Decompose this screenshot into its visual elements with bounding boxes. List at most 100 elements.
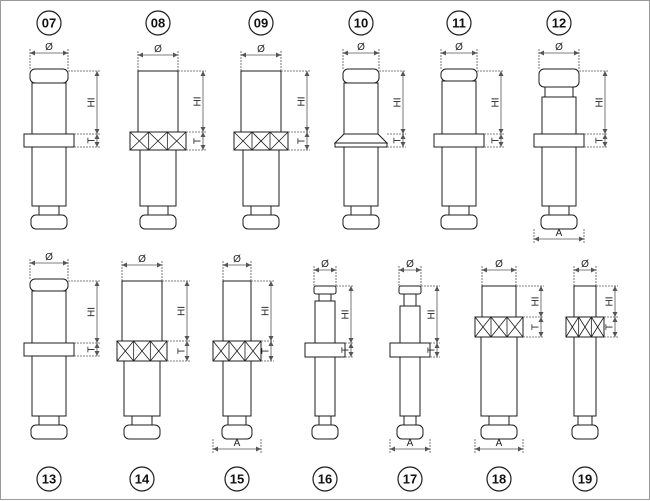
part-number-12: 12: [552, 16, 566, 31]
dim-arrow: [399, 267, 404, 273]
tip: [30, 214, 68, 230]
part-number-circle: [36, 466, 62, 492]
dia-dim-label: Ø: [138, 254, 146, 265]
plain-collar: [23, 133, 75, 148]
dim-arrow: [475, 446, 480, 452]
hex-cross: [269, 131, 289, 151]
a-dim-label: A: [234, 438, 241, 449]
tip: [30, 424, 68, 440]
part-number-circle: [129, 466, 155, 492]
groove-neck: [548, 205, 570, 216]
dim-arrow: [579, 236, 584, 242]
dim-arrow: [184, 341, 190, 346]
groove-neck: [131, 415, 153, 426]
square-head: [222, 280, 252, 342]
dim-arrow: [498, 142, 504, 147]
dim-arrow: [498, 134, 504, 139]
plain-collar: [389, 342, 431, 358]
dim-arrow: [331, 267, 336, 273]
dim-arrow: [538, 286, 544, 291]
t-dim-label: T: [261, 348, 272, 354]
a-dim-label: A: [496, 438, 503, 449]
t-dim-label: T: [393, 137, 404, 143]
tip: [123, 424, 161, 440]
dim-arrow: [400, 142, 406, 147]
hex-cross: [133, 340, 151, 362]
lower-shaft: [222, 360, 252, 417]
lower-shaft: [399, 356, 421, 417]
dim-arrow: [348, 338, 354, 343]
lower-shaft: [31, 146, 67, 207]
dim-arrow: [94, 281, 100, 286]
dim-arrow: [268, 281, 274, 286]
square-head: [573, 285, 597, 319]
dim-arrow: [276, 52, 281, 58]
dia-dim-label: Ø: [45, 252, 53, 263]
dim-arrow: [472, 50, 477, 56]
pin-head: [313, 285, 337, 295]
dim-arrow: [157, 262, 162, 268]
tip: [221, 424, 253, 440]
t-dim-label: T: [595, 137, 606, 143]
part-number-circle: [546, 10, 572, 36]
lower-shaft: [314, 356, 336, 417]
round-head: [440, 68, 478, 82]
dim-arrow: [304, 145, 310, 150]
round-head: [538, 68, 580, 88]
dim-arrow: [184, 281, 190, 286]
dim-arrow: [304, 71, 310, 76]
dim-arrow: [30, 50, 35, 56]
dim-arrow: [268, 341, 274, 346]
part-number-circle: [224, 466, 250, 492]
square-head: [137, 70, 179, 134]
part-number-09: 09: [254, 16, 268, 31]
dim-arrow: [184, 336, 190, 341]
part-number-circle: [248, 10, 274, 36]
dim-arrow: [602, 142, 608, 147]
dim-arrow: [94, 351, 100, 356]
dim-arrow: [63, 260, 68, 266]
dim-arrow: [200, 127, 206, 132]
part-number-circle: [486, 466, 512, 492]
dim-arrow: [400, 71, 406, 76]
dim-arrow: [348, 286, 354, 291]
lower-shaft: [441, 146, 477, 207]
tip: [139, 214, 177, 230]
hl-dim-label: HI: [193, 97, 204, 107]
dim-arrow: [511, 267, 516, 273]
dim-arrow: [213, 446, 218, 452]
hl-dim-label: HI: [531, 297, 542, 307]
flange-rim: [334, 142, 388, 148]
upper-shaft: [31, 82, 67, 135]
dia-dim-label: Ø: [581, 259, 589, 270]
hex-cross: [244, 340, 262, 362]
round-head: [29, 278, 69, 292]
dim-arrow: [390, 446, 395, 452]
dim-arrow: [591, 267, 596, 273]
dia-dim-label: Ø: [357, 42, 365, 53]
dim-arrow: [498, 71, 504, 76]
lower-shaft: [343, 146, 379, 207]
dim-arrow: [223, 262, 228, 268]
upper-shaft: [441, 80, 477, 135]
dim-arrow: [138, 52, 143, 58]
dim-arrow: [94, 338, 100, 343]
t-dim-label: T: [87, 137, 98, 143]
hex-cross: [590, 316, 605, 338]
dim-arrow: [482, 267, 487, 273]
hl-dim-label: HI: [427, 310, 438, 320]
dim-arrow: [400, 134, 406, 139]
dim-arrow: [256, 446, 261, 452]
dim-arrow: [268, 356, 274, 361]
part-number-07: 07: [42, 16, 56, 31]
part-number-19: 19: [578, 472, 592, 487]
dim-arrow: [538, 317, 544, 322]
part-number-18: 18: [492, 472, 506, 487]
